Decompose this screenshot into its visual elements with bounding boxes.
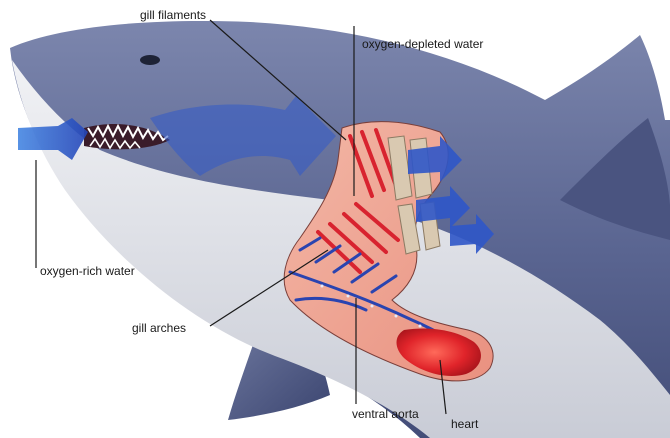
label-oxygen-depleted-water: oxygen-depleted water xyxy=(362,37,483,51)
label-ventral-aorta: ventral aorta xyxy=(352,407,419,421)
label-heart: heart xyxy=(451,417,478,431)
label-gill-arches: gill arches xyxy=(132,321,186,335)
label-oxygen-rich-water: oxygen-rich water xyxy=(40,264,135,278)
label-gill-filaments: gill filaments xyxy=(140,8,206,22)
eye xyxy=(140,55,160,65)
